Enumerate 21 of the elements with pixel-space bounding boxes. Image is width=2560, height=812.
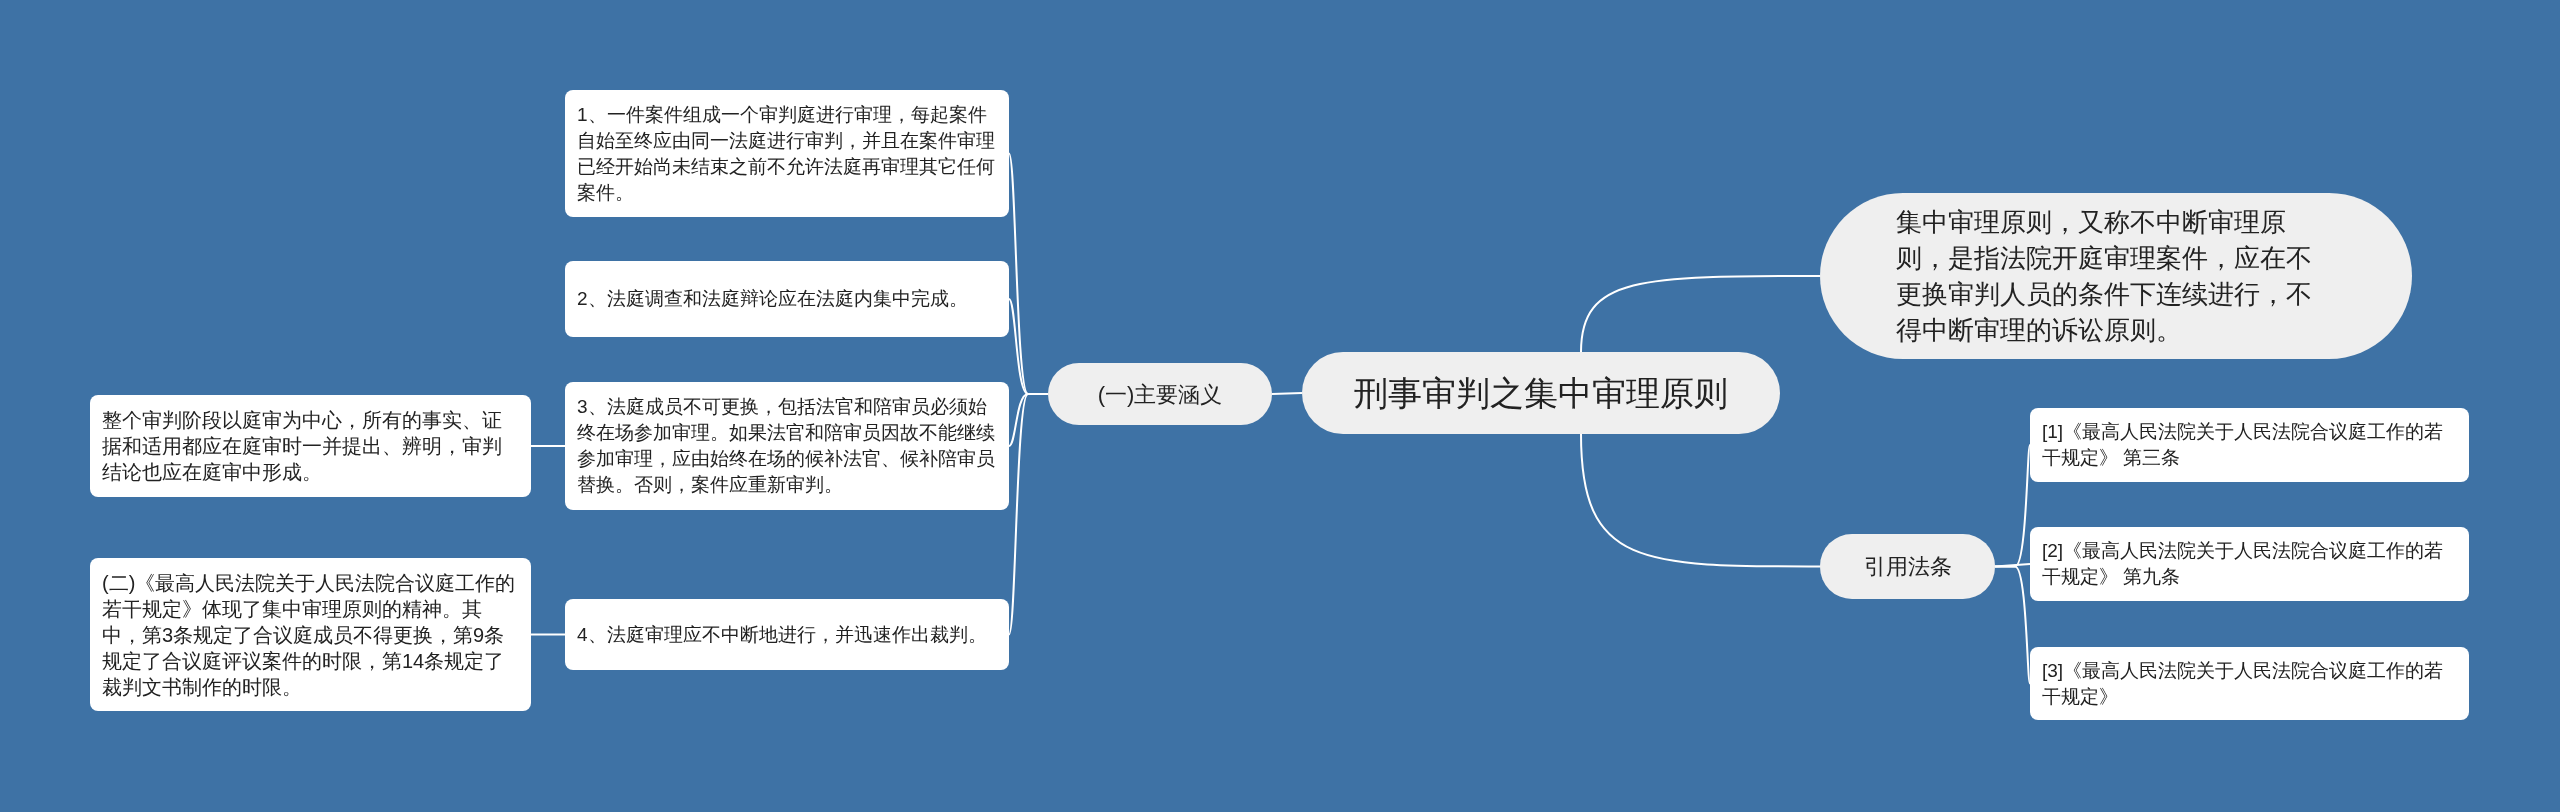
connector-line — [530, 445, 566, 447]
text-card: [3]《最高人民法院关于人民法院合议庭工作的若干规定》 — [2030, 647, 2469, 720]
text-card: [2]《最高人民法院关于人民法院合议庭工作的若干规定》 第九条 — [2030, 527, 2469, 601]
branch-topic-pill: 引用法条 — [1820, 534, 1995, 599]
text-card: 2、法庭调查和法庭辩论应在法庭内集中完成。 — [565, 261, 1009, 337]
connector-line — [1580, 433, 1821, 568]
text-card: 1、一件案件组成一个审判庭进行审理，每起案件自始至终应由同一法庭进行审判，并且在案件审理已经开始尚未结束之前不允许法庭再审理其它任何案件。 — [565, 90, 1009, 217]
branch-topic-pill: (一)主要涵义 — [1048, 363, 1272, 425]
connector-line — [1008, 393, 1049, 636]
connector-line — [530, 633, 566, 636]
note-pill: 集中审理原则，又称不中断审理原则，是指法院开庭审理案件，应在不更换审判人员的条件下连续进行，不得中断审理的诉讼原则。 — [1820, 193, 2412, 359]
central-topic-pill: 刑事审判之集中审理原则 — [1302, 352, 1780, 434]
text-card: 整个审判阶段以庭审为中心，所有的事实、证据和适用都应在庭审时一并提出、辨明，审判结论也应在庭审中形成。 — [90, 395, 531, 497]
text-card: (二)《最高人民法院关于人民法院合议庭工作的若干规定》体现了集中审理原则的精神。其中，第3条规定了合议庭成员不得更换，第9条规定了合议庭评议案件的时限，第14条规定了裁判文书制作的时限。 — [90, 558, 531, 711]
connector-line — [1994, 565, 2031, 685]
connector-line — [1271, 392, 1303, 395]
text-card: 4、法庭审理应不中断地进行，并迅速作出裁判。 — [565, 599, 1009, 670]
connector-line — [1994, 563, 2031, 568]
text-card: 3、法庭成员不可更换，包括法官和陪审员必须始终在场参加审理。如果法官和陪审员因故不能继续参加审理，应由始终在场的候补法官、候补陪审员替换。否则，案件应重新审判。 — [565, 382, 1009, 510]
connector-line — [1580, 275, 1821, 353]
text-card: [1]《最高人民法院关于人民法院合议庭工作的若干规定》 第三条 — [2030, 408, 2469, 482]
